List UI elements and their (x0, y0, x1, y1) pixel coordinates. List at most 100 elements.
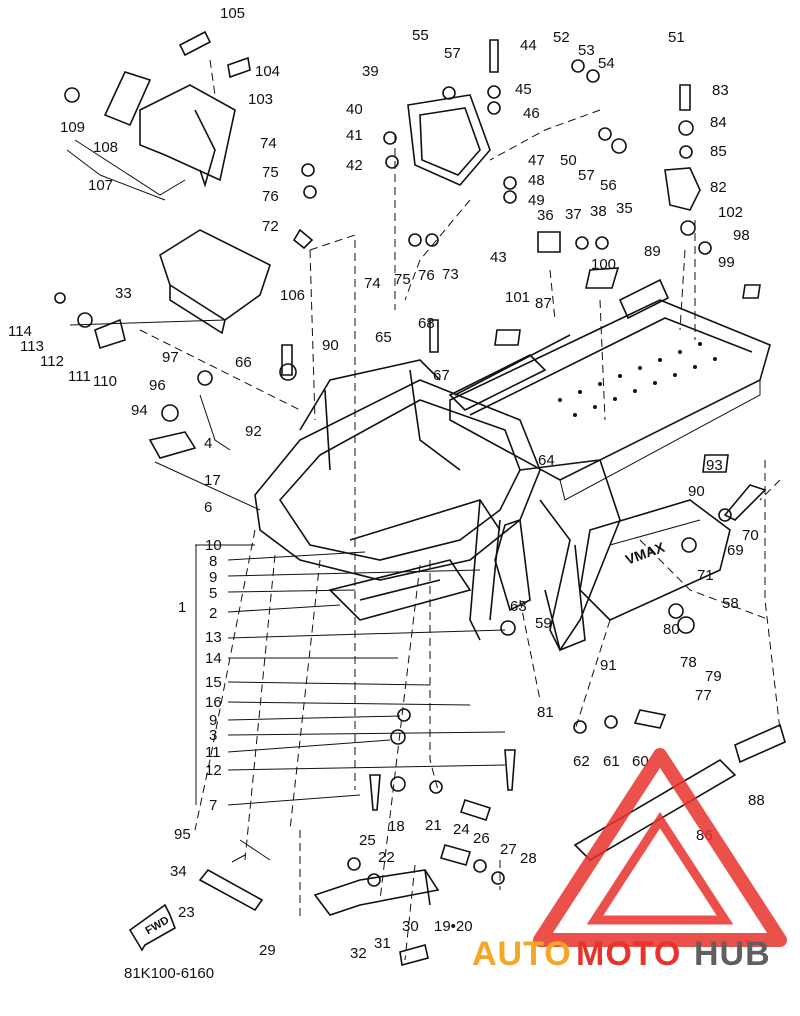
part-label: 24 (453, 821, 470, 838)
part-label: 110 (93, 373, 117, 390)
part-label: 3 (209, 727, 217, 744)
part-label: 74 (364, 275, 381, 292)
part-label: 104 (255, 63, 280, 80)
part-label: 59 (535, 615, 552, 632)
part-label: 63 (510, 598, 527, 615)
part-label: 9 (209, 569, 217, 586)
part-label: 5 (209, 585, 217, 602)
part-label: 93 (706, 457, 723, 474)
automotohub-watermark: AUTO MOTO HUB (472, 748, 787, 973)
part-label: 57 (444, 45, 461, 62)
part-label: 114 (8, 323, 32, 340)
part-label: 33 (115, 285, 132, 302)
part-label: 76 (262, 188, 279, 205)
part-label: 78 (680, 654, 697, 671)
part-label: 48 (528, 172, 545, 189)
part-label: 27 (500, 841, 517, 858)
part-label: 30 (402, 918, 419, 935)
part-label: 39 (362, 63, 379, 80)
part-label: 36 (537, 207, 554, 224)
part-label: 62 (573, 753, 590, 770)
part-label: 32 (350, 945, 367, 962)
part-label: 92 (245, 423, 262, 440)
part-label: 71 (697, 567, 714, 584)
part-label: 12 (205, 762, 222, 779)
part-label: 9 (209, 712, 217, 729)
part-label: 81 (537, 704, 554, 721)
part-label: 41 (346, 127, 363, 144)
part-label: 49 (528, 192, 545, 209)
part-label: 79 (705, 668, 722, 685)
part-label: 47 (528, 152, 545, 169)
part-label: 97 (162, 349, 179, 366)
part-label: 83 (712, 82, 729, 99)
part-label: 46 (523, 105, 540, 122)
part-label: 15 (205, 674, 222, 691)
part-label: 66 (235, 354, 252, 371)
part-label: 89 (644, 243, 661, 260)
part-labels: 105 104 103 55 57 39 40 41 42 44 45 46 4… (8, 5, 765, 982)
part-label: 58 (722, 595, 739, 612)
part-label: 8 (209, 553, 217, 570)
part-label: 50 (560, 152, 577, 169)
part-label: 84 (710, 114, 727, 131)
part-label: 90 (688, 483, 705, 500)
part-label: 2 (209, 605, 217, 622)
part-label: 55 (412, 27, 429, 44)
part-label: 6 (204, 499, 212, 516)
part-label: 51 (668, 29, 685, 46)
part-label: 34 (170, 863, 187, 880)
part-label: 98 (733, 227, 750, 244)
part-label: 25 (359, 832, 376, 849)
part-label: 68 (418, 315, 435, 332)
part-label: 96 (149, 377, 166, 394)
drawing-code: 81K100-6160 (124, 965, 214, 982)
part-label: 111 (68, 368, 91, 385)
part-label: 82 (710, 179, 727, 196)
watermark-auto: AUTO (472, 935, 572, 973)
part-label: 29 (259, 942, 276, 959)
part-label: 73 (442, 266, 459, 283)
part-label: 113 (20, 338, 44, 355)
part-label: 90 (322, 337, 339, 354)
part-label: 22 (378, 849, 395, 866)
watermark-moto: MOTO (576, 935, 681, 973)
watermark-hub: HUB (694, 935, 771, 973)
part-label: 80 (663, 621, 680, 638)
part-label: 102 (718, 204, 743, 221)
part-label: 70 (742, 527, 759, 544)
part-label: 42 (346, 157, 363, 174)
part-label: 72 (262, 218, 279, 235)
part-label: 16 (205, 694, 222, 711)
part-label: 56 (600, 177, 617, 194)
part-label: 65 (375, 329, 392, 346)
part-label: 95 (174, 826, 191, 843)
part-label: 64 (538, 452, 555, 469)
part-label: 75 (394, 271, 411, 288)
part-label: 75 (262, 164, 279, 181)
part-label: 57 (578, 167, 595, 184)
tray-holes (558, 342, 717, 417)
part-label: 7 (209, 797, 217, 814)
part-label: 53 (578, 42, 595, 59)
fwd-arrow-icon (128, 903, 176, 952)
part-label: 101 (505, 289, 530, 306)
part-label: 108 (93, 139, 118, 156)
part-label: 91 (600, 657, 617, 674)
part-label: 31 (374, 935, 391, 952)
warning-triangle-icon (533, 748, 787, 947)
part-label: 67 (433, 367, 450, 384)
part-label: 17 (204, 472, 221, 489)
part-label: 99 (718, 254, 735, 271)
part-label: 4 (204, 435, 212, 452)
part-label: 103 (248, 91, 273, 108)
part-label: 44 (520, 37, 537, 54)
part-label: 1 (178, 599, 186, 616)
part-label: 112 (40, 353, 64, 370)
part-label: 76 (418, 267, 435, 284)
part-label: 23 (178, 904, 195, 921)
vmax-label: VMAX (623, 539, 667, 568)
part-label: 13 (205, 629, 222, 646)
part-label: 69 (727, 542, 744, 559)
